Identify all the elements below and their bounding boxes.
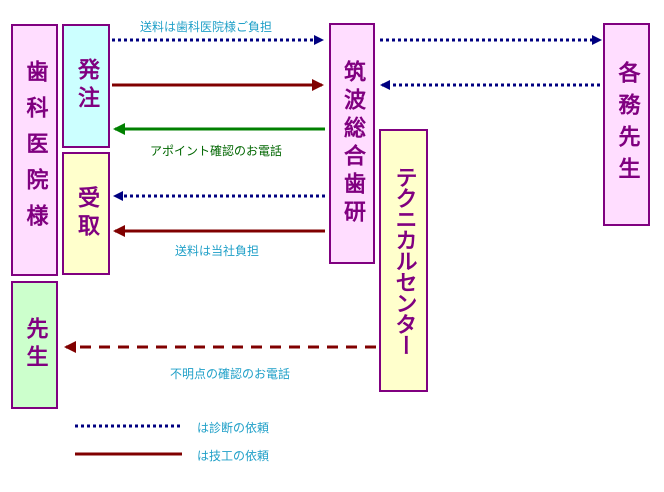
receive-box: 受取 (62, 152, 110, 275)
dental-clinic-box: 歯科医院様 (11, 24, 58, 276)
receive-label: 受取 (74, 185, 100, 242)
each-doctor-label: 各務先生 (614, 60, 640, 189)
tech-center-label: テクニカルセンター (391, 166, 417, 355)
tsukuba-box: 筑波総合歯研 (329, 23, 375, 264)
order-label: 発注 (74, 58, 100, 114)
caption-unclear-call: 不明点の確認のお電話 (170, 367, 291, 381)
doctor-box: 先生 (11, 281, 58, 409)
tech-center-box: テクニカルセンター (379, 129, 428, 392)
caption-shipping-company: 送料は当社負担 (175, 244, 260, 258)
legend-technical: は技工の依頼 (197, 449, 270, 463)
caption-appointment-call: アポイント確認のお電話 (150, 144, 283, 158)
tsukuba-label: 筑波総合歯研 (340, 59, 366, 228)
each-doctor-box: 各務先生 (603, 23, 650, 226)
dental-clinic-label: 歯科医院様 (22, 60, 48, 240)
doctor-label: 先生 (22, 317, 48, 373)
caption-shipping-clinic: 送料は歯科医院様ご負担 (140, 20, 273, 34)
order-box: 発注 (62, 24, 110, 148)
legend-diagnosis: は診断の依頼 (197, 421, 270, 435)
